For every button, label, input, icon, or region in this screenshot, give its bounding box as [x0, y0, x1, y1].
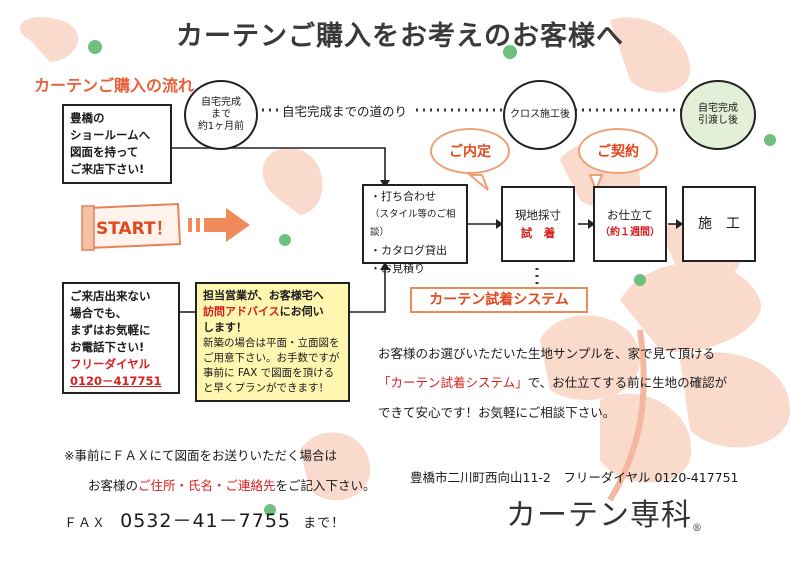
milestone-circle-1: 自宅完成まで約1ヶ月前 [184, 80, 258, 150]
system-label: カーテン試着システム [410, 287, 588, 313]
brand-logo: カーテン専科® [506, 498, 703, 534]
leaf-decoration [20, 17, 79, 62]
step-install: 施 工 [682, 186, 756, 262]
paragraph-line-1: お客様のお選びいただいた生地サンプルを、家で見て頂ける [378, 346, 716, 361]
page-title: カーテンご購入をお考えのお客様へ [176, 21, 624, 52]
leaf-decoration [300, 432, 370, 501]
meeting-box: ・打ち合わせ （スタイル等のご相談） ・カタログ貸出 ・お見積り [362, 184, 468, 275]
stem-decoration [607, 329, 647, 502]
showroom-box: 豊橋のショールームへ 図面を持ってご来店下さい! [62, 104, 172, 184]
bubble-tail [467, 174, 489, 191]
arrow-head [496, 219, 503, 229]
paragraph-line-3: できて安心です！お気軽にご相談下さい。 [378, 405, 616, 420]
keiyaku-bubble: ご契約 [578, 128, 658, 174]
milestone-circle-3: 自宅完成引渡し後 [680, 80, 756, 150]
arrow-head [588, 219, 595, 229]
green-dot-decoration [634, 274, 646, 286]
fax-note-line-1: ※事前にＦＡＸにて図面をお送りいただく場合は [64, 448, 337, 463]
leaf-decoration [680, 352, 790, 448]
advice-box: 担当営業が、お客様宅へ 訪問アドバイスにお伺い します！ 新築の場合は平面・立面… [195, 282, 350, 402]
arrow-head [380, 262, 390, 270]
connector-line [350, 270, 386, 313]
start-banner [81, 202, 182, 251]
start-label: START！ [96, 219, 173, 239]
leaf-decoration [600, 393, 692, 483]
leaf-decoration [620, 262, 761, 352]
flow-label: カーテンご購入の流れ [34, 76, 195, 95]
step-tailor: お仕立て（約１週間） [593, 186, 667, 262]
milestone-circle-2: クロス施工後 [503, 80, 577, 150]
fax-note-line-2: お客様のご住所・氏名・ご連絡先をご記入下さい。 [88, 478, 376, 493]
green-dot-decoration [279, 234, 291, 246]
visit-box: ご来店出来ない場合でも、 まずはお気軽にお電話下さい! フリーダイヤル 0120… [62, 282, 180, 394]
bubble-tail [588, 174, 604, 193]
arrow-head [676, 219, 683, 229]
paragraph-line-2: 「カーテン試着システム」で、お仕立てする前に生地の確認が [378, 375, 728, 390]
leaf-decoration [540, 315, 640, 400]
fax-line: ＦＡＸ 0532－41－7755 まで！ [64, 510, 346, 532]
green-dot-decoration [264, 504, 276, 516]
start-arrow [188, 208, 250, 242]
green-dot-decoration [503, 45, 517, 59]
green-dot-decoration [764, 134, 776, 146]
connector-line [172, 147, 386, 180]
road-label: 自宅完成までの道のり [278, 101, 412, 120]
leaf-decoration [610, 17, 690, 93]
leaf-decoration [262, 148, 323, 215]
address-line: 豊橋市二川町西向山11-2 フリーダイヤル 0120-417751 [410, 470, 739, 485]
green-dot-decoration [88, 40, 102, 54]
step-measure: 現地採寸試 着 [501, 186, 575, 262]
naitei-bubble: ご内定 [430, 128, 510, 174]
